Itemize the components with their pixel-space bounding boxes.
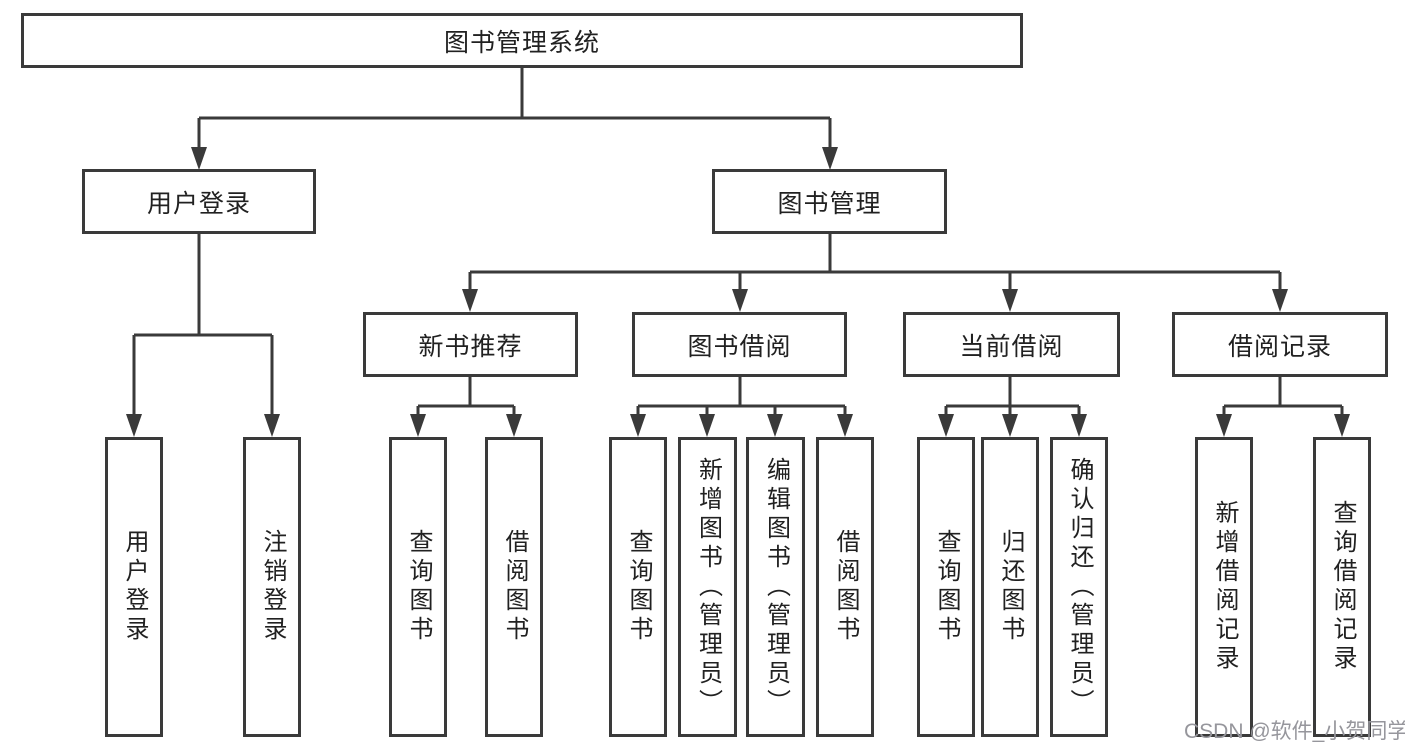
arrow-down-icon — [1071, 414, 1087, 437]
arrow-down-icon — [938, 414, 954, 437]
leaf-label: 编辑图书（管理员） — [762, 456, 790, 718]
leaf-label: 注销登录 — [259, 529, 286, 645]
arrow-down-icon — [1216, 414, 1232, 437]
leaf-logout: 注销登录 — [243, 437, 301, 737]
leaf-label: 新增借阅记录 — [1211, 500, 1238, 674]
node-user-login: 用户登录 — [82, 169, 316, 234]
arrow-down-icon — [822, 147, 838, 170]
leaf-label: 归还图书 — [997, 529, 1024, 645]
leaf-query-borrow-record: 查询借阅记录 — [1313, 437, 1371, 737]
arrow-down-icon — [1002, 289, 1018, 312]
leaf-borrow-book-borrowing: 借阅图书 — [816, 437, 874, 737]
arrow-down-icon — [732, 289, 748, 312]
arrow-down-icon — [506, 414, 522, 437]
leaf-label: 查询图书 — [933, 529, 960, 645]
node-book-borrowing: 图书借阅 — [632, 312, 847, 377]
node-library-management-system: 图书管理系统 — [21, 13, 1023, 68]
leaf-add-book-admin: 新增图书（管理员） — [678, 437, 737, 737]
leaf-edit-book-admin: 编辑图书（管理员） — [746, 437, 805, 737]
leaf-label: 确认归还（管理员） — [1066, 456, 1093, 718]
node-borrowing-records: 借阅记录 — [1172, 312, 1388, 377]
arrow-down-icon — [264, 414, 280, 437]
leaf-confirm-return-admin: 确认归还（管理员） — [1050, 437, 1108, 737]
leaf-label: 用户登录 — [121, 529, 148, 645]
leaf-add-borrow-record: 新增借阅记录 — [1195, 437, 1253, 737]
arrow-down-icon — [699, 414, 715, 437]
arrow-down-icon — [837, 414, 853, 437]
leaf-borrow-book-recommend: 借阅图书 — [485, 437, 543, 737]
arrow-down-icon — [1272, 289, 1288, 312]
node-new-book-recommendation: 新书推荐 — [363, 312, 578, 377]
leaf-label: 借阅图书 — [832, 529, 859, 645]
leaf-label: 借阅图书 — [501, 529, 528, 645]
arrow-down-icon — [410, 414, 426, 437]
leaf-return-book: 归还图书 — [981, 437, 1039, 737]
connector-path — [132, 68, 1344, 421]
leaf-query-book-borrowing: 查询图书 — [609, 437, 667, 737]
arrow-down-icon — [767, 414, 783, 437]
watermark: CSDN @软件_小贺同学 — [1184, 720, 1405, 743]
arrow-down-icon — [630, 414, 646, 437]
arrow-down-icon — [462, 289, 478, 312]
arrow-down-icon — [1334, 414, 1350, 437]
arrow-down-icon — [126, 414, 142, 437]
leaf-label: 查询借阅记录 — [1329, 500, 1356, 674]
leaf-user-login: 用户登录 — [105, 437, 163, 737]
leaf-label: 新增图书（管理员） — [694, 456, 722, 718]
leaf-query-book-recommend: 查询图书 — [389, 437, 447, 737]
node-current-borrowing: 当前借阅 — [903, 312, 1120, 377]
leaf-label: 查询图书 — [625, 529, 652, 645]
node-book-management: 图书管理 — [712, 169, 947, 234]
leaf-query-book-current: 查询图书 — [917, 437, 975, 737]
arrow-down-icon — [191, 147, 207, 170]
arrow-down-icon — [1002, 414, 1018, 437]
leaf-label: 查询图书 — [405, 529, 432, 645]
